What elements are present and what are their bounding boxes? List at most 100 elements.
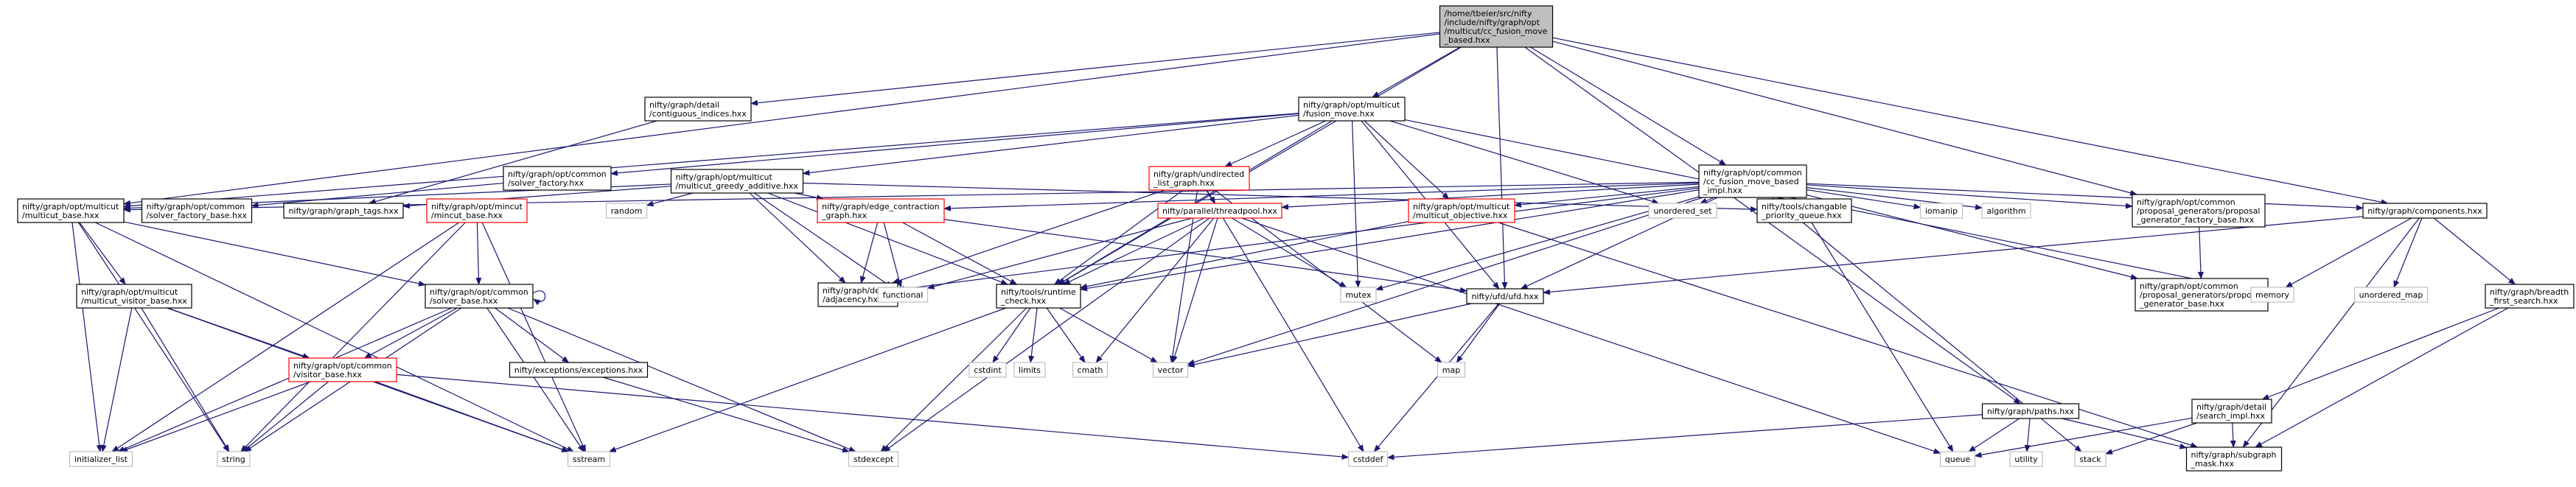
edge-mbase-to-mvbase (79, 222, 126, 285)
node-box (2362, 203, 2488, 219)
edge-runtime-to-limits (1028, 307, 1038, 363)
edge-solverbase-to-stdexcept (507, 307, 856, 452)
edge-sfactory-to-sfbase (251, 182, 504, 209)
node-mvbase[interactable]: nifty/graph/opt/multicut/multicut_visito… (76, 284, 192, 309)
node-label-line: nifty/graph/subgraph (2191, 450, 2277, 460)
node-sfbase[interactable]: nifty/graph/opt/common/solver_factory_ba… (141, 198, 253, 223)
node-box (503, 166, 612, 191)
edge-mincut-to-initlist (111, 222, 460, 452)
node-box (69, 451, 133, 467)
node-contig[interactable]: nifty/graph/detail/contiguous_indices.hx… (644, 97, 752, 122)
edge-components-to-bfs (2433, 217, 2516, 285)
node-subgraph[interactable]: nifty/graph/subgraph_mask.hxx (2185, 446, 2283, 472)
node-box (670, 169, 804, 194)
node-label-line: random (611, 206, 643, 216)
edge-greedy-to-functional (754, 192, 893, 288)
node-box (425, 284, 534, 309)
node-label-line: nifty/graph/opt/multicut (1413, 202, 1510, 211)
node-label-line: /multicut_base.hxx (22, 211, 100, 220)
node-label-line: /fusion_move.hxx (1303, 109, 1375, 119)
edge-ccimpl-to-iomanip (1806, 189, 1921, 210)
node-label-line: /cc_fusion_move_based (1703, 177, 1799, 186)
node-box (2353, 287, 2429, 303)
node-components[interactable]: nifty/graph/components.hxx (2362, 203, 2488, 219)
node-label-line: cmath (1078, 365, 1103, 375)
edge-root-to-contig (750, 32, 1440, 106)
edge-components-to-unordered_map (2393, 217, 2423, 288)
node-root[interactable]: /home/tbeier/src/nifty/include/nifty/gra… (1439, 5, 1554, 48)
node-box (141, 198, 253, 223)
node-exceptions[interactable]: nifty/exceptions/exceptions.hxx (509, 362, 649, 378)
node-bfs[interactable]: nifty/graph/breadth_first_search.hxx (2485, 284, 2575, 309)
node-label-line: iomanip (1925, 206, 1958, 216)
node-label-line: /solver_base.hxx (430, 296, 498, 306)
node-edgec[interactable]: nifty/graph/edge_contraction_graph.hxx (817, 198, 945, 223)
node-pgfactory[interactable]: nifty/graph/opt/common/proposal_generato… (2132, 194, 2266, 228)
node-label-line: nifty/graph/detail (649, 100, 719, 110)
node-label-line: /proposal_generators/proposal (2140, 290, 2263, 300)
node-label-line: nifty/exceptions/exceptions.hxx (514, 365, 643, 375)
node-label-line: sstream (573, 455, 605, 464)
node-greedy[interactable]: nifty/graph/opt/multicut/multicut_greedy… (670, 169, 804, 194)
edge-threadpool-to-mutex (1232, 217, 1347, 288)
node-mbase[interactable]: nifty/graph/opt/multicut/multicut_base.h… (17, 198, 125, 223)
node-label-line: /search_impl.hxx (2196, 411, 2266, 421)
node-vbase[interactable]: nifty/graph/opt/common/visitor_base.hxx (288, 357, 397, 382)
node-box (2132, 194, 2266, 228)
node-cstddef: cstddef (1347, 451, 1389, 467)
node-ccimpl[interactable]: nifty/graph/opt/common/cc_fusion_move_ba… (1698, 164, 1807, 198)
edge-searchimpl-to-queue (1974, 417, 2193, 458)
node-mobjective[interactable]: nifty/graph/opt/multicut/multicut_object… (1408, 198, 1515, 223)
node-label-line: _first_search.hxx (2489, 296, 2558, 306)
node-initlist: initializer_list (69, 451, 133, 467)
node-label-line: unordered_map (2359, 290, 2423, 300)
node-sfactory[interactable]: nifty/graph/opt/common/solver_factory.hx… (503, 166, 612, 191)
edge-runtime-to-sstream (608, 307, 1007, 452)
node-pgbase[interactable]: nifty/graph/opt/common/proposal_generato… (2135, 278, 2269, 312)
node-box (1981, 403, 2080, 419)
node-ufd[interactable]: nifty/ufd/ufd.hxx (1466, 288, 1544, 304)
edge-threadpool-to-queue (1241, 217, 1941, 455)
node-mincut[interactable]: nifty/graph/opt/mincut/mincut_base.hxx (426, 198, 528, 223)
node-label-line: nifty/graph/opt/common (147, 202, 245, 211)
node-ulg[interactable]: nifty/graph/undirected_list_graph.hxx (1148, 166, 1250, 191)
edge-mbase-to-sstream (95, 222, 575, 452)
edge-threadpool-to-functional (926, 217, 1193, 290)
edge-greedy-to-random (646, 192, 694, 207)
edge-fusion-to-mutex (1351, 120, 1361, 288)
edge-mincut-to-string (240, 222, 466, 452)
edge-ccimpl-to-threadpool (1281, 183, 1700, 210)
node-label-line: /visitor_base.hxx (293, 370, 362, 379)
node-box (1148, 166, 1250, 191)
node-box (968, 362, 1007, 378)
edge-greedy-to-adjacency (749, 192, 846, 284)
node-paths[interactable]: nifty/graph/paths.hxx (1981, 403, 2080, 419)
edge-mvbase-to-string (141, 307, 230, 452)
node-searchimpl[interactable]: nifty/graph/detail/search_impl.hxx (2191, 399, 2272, 424)
node-tags[interactable]: nifty/graph/graph_tags.hxx (283, 203, 404, 219)
edge-root-to-fusion (1372, 46, 1461, 98)
node-label-line: _list_graph.hxx (1153, 178, 1215, 188)
edge-fusion-to-unordered_set (1389, 120, 1660, 205)
node-box (1408, 198, 1515, 223)
node-cpq[interactable]: nifty/tools/changable_priority_queue.hxx (1756, 198, 1852, 223)
node-label-line: queue (1945, 455, 1971, 464)
node-box (2009, 451, 2043, 467)
node-fusion[interactable]: nifty/graph/opt/multicut/fusion_move.hxx (1298, 97, 1406, 122)
node-label-line: nifty/ufd/ufd.hxx (1471, 292, 1539, 301)
edge-cpq-to-queue (1811, 222, 1954, 452)
node-label-line: /adjacency.hxx (823, 295, 883, 304)
node-label-line: _priority_queue.hxx (1761, 211, 1842, 220)
edge-root-to-ccimpl (1530, 46, 1727, 166)
node-iomanip: iomanip (1919, 203, 1964, 219)
node-label-line: cstdint (974, 365, 1002, 375)
node-runtime[interactable]: nifty/tools/runtime_check.hxx (996, 284, 1081, 309)
edge-threadpool-to-vector (1171, 217, 1218, 363)
node-solverbase[interactable]: nifty/graph/opt/common/solver_base.hxx (425, 284, 534, 309)
edge-paths-to-utility (2024, 418, 2031, 452)
node-label-line: nifty/graph/opt/common (430, 287, 528, 297)
edge-ccimpl-to-pgfactory (1806, 184, 2133, 209)
node-threadpool[interactable]: nifty/parallel/threadpool.hxx (1157, 203, 1282, 219)
node-limits: limits (1013, 362, 1046, 378)
edge-edgec-to-adjacency (859, 222, 879, 284)
